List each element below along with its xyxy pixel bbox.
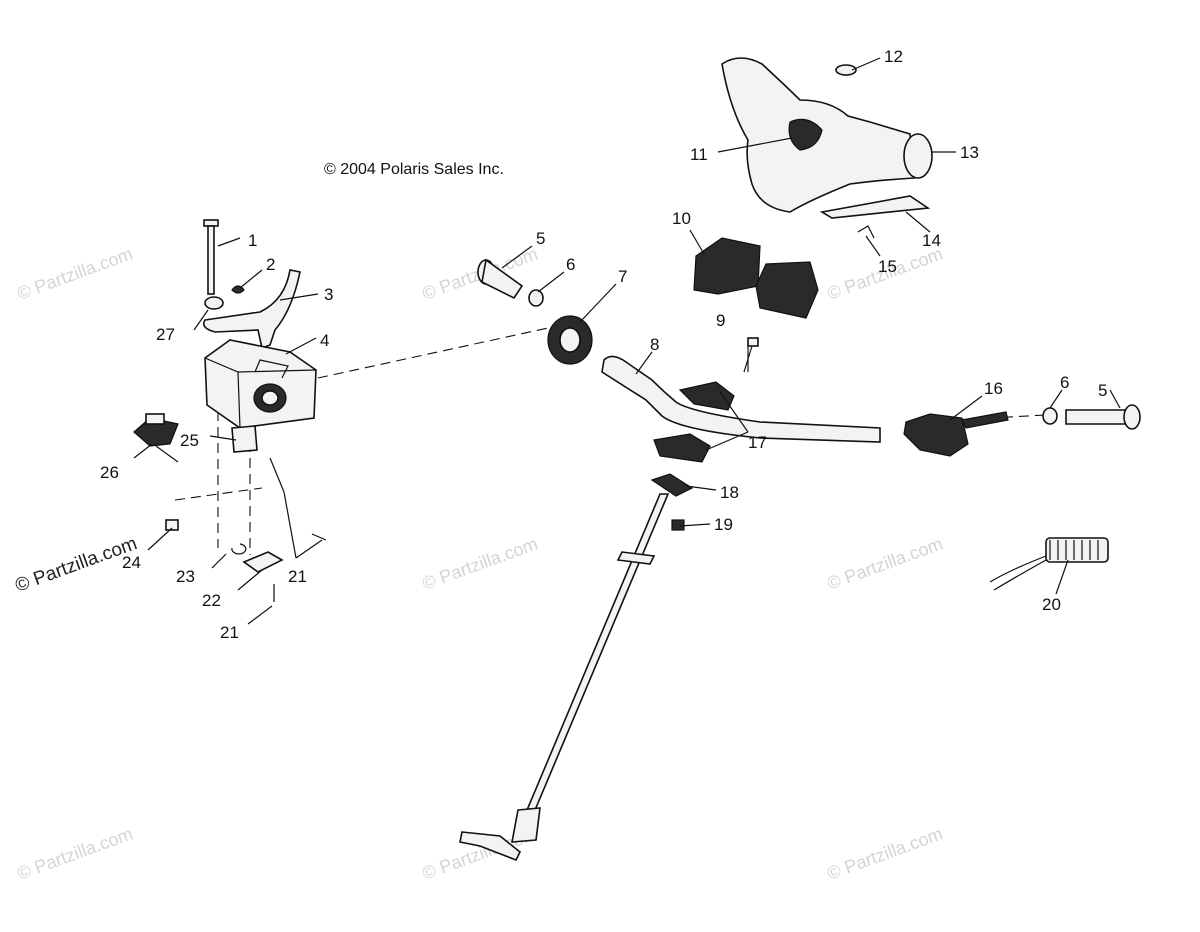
callout-20: 20 [1042, 595, 1061, 614]
part-clamp-lower [653, 433, 711, 463]
leader-lines [133, 57, 1121, 625]
part-control-housing [903, 411, 1009, 457]
callout-2: 2 [266, 255, 275, 274]
callout-25: 25 [180, 431, 199, 450]
watermark: © Partzilla.com [15, 823, 136, 883]
callout-5: 5 [1098, 381, 1107, 400]
watermark-prominent: © Partzilla.com [13, 533, 140, 597]
callout-10: 10 [672, 209, 691, 228]
part-pad-screw [857, 225, 875, 239]
part-bushing-plate [650, 473, 694, 497]
callout-16: 16 [984, 379, 1003, 398]
assembly-line [174, 487, 263, 501]
callout-22: 22 [202, 591, 221, 610]
part-plate [231, 425, 258, 453]
copyright-text: © 2004 Polaris Sales Inc. [324, 161, 504, 178]
watermark: © Partzilla.com [15, 243, 136, 303]
watermarks: © Partzilla.com © Partzilla.com © Partzi… [13, 243, 946, 883]
part-grip-left [477, 258, 524, 300]
callout-11: 11 [690, 145, 708, 164]
part-steering-block [204, 339, 317, 429]
callout-17: 17 [748, 433, 767, 452]
part-handlebar-bolt [743, 337, 759, 373]
part-grip-right [1065, 404, 1141, 430]
part-mount-bracket [202, 269, 301, 350]
part-screw [311, 533, 327, 541]
callout-14: 14 [922, 231, 941, 250]
part-pad-strip [819, 195, 931, 219]
part-clamp-upper [678, 381, 735, 411]
part-steering-post [459, 493, 670, 862]
part-screw [269, 457, 285, 493]
callout-4: 4 [320, 331, 329, 350]
callout-9: 9 [716, 311, 725, 330]
watermark: © Partzilla.com [420, 533, 541, 593]
part-retainer-plate [242, 551, 284, 573]
part-clip [231, 285, 245, 294]
part-nut [165, 519, 179, 531]
callout-27: 27 [156, 325, 175, 344]
part-clamp [547, 315, 593, 365]
callout-26: 26 [100, 463, 119, 482]
callout-18: 18 [720, 483, 739, 502]
callout-13: 13 [960, 143, 979, 162]
part-heater-element [989, 537, 1109, 591]
callout-8: 8 [650, 335, 659, 354]
part-bolt [203, 219, 219, 295]
callout-15: 15 [878, 257, 897, 276]
part-switch-housing [693, 237, 819, 319]
callout-24: 24 [122, 553, 141, 572]
callout-5: 5 [536, 229, 545, 248]
part-handlebar [601, 355, 881, 443]
part-washer [204, 296, 224, 310]
callout-7: 7 [618, 267, 627, 286]
watermark: © Partzilla.com [825, 823, 946, 883]
callouts: 1 2 3 4 5 6 7 8 9 10 11 12 13 14 15 16 6… [100, 47, 1107, 642]
callout-1: 1 [248, 231, 257, 250]
part-handlebar-pad [721, 57, 933, 213]
callout-6: 6 [566, 255, 575, 274]
callout-3: 3 [324, 285, 333, 304]
assembly-line [317, 327, 549, 379]
callout-12: 12 [884, 47, 903, 66]
callout-21: 21 [288, 567, 307, 586]
callout-19: 19 [714, 515, 733, 534]
part-e-clip [231, 543, 247, 555]
part-end-plug-right [1042, 407, 1058, 425]
watermark: © Partzilla.com [825, 533, 946, 593]
callout-6: 6 [1060, 373, 1069, 392]
callout-23: 23 [176, 567, 195, 586]
part-steering-nut [671, 519, 685, 531]
part-tensioner [133, 413, 179, 463]
part-end-plug-left [528, 289, 544, 307]
callout-21: 21 [220, 623, 239, 642]
